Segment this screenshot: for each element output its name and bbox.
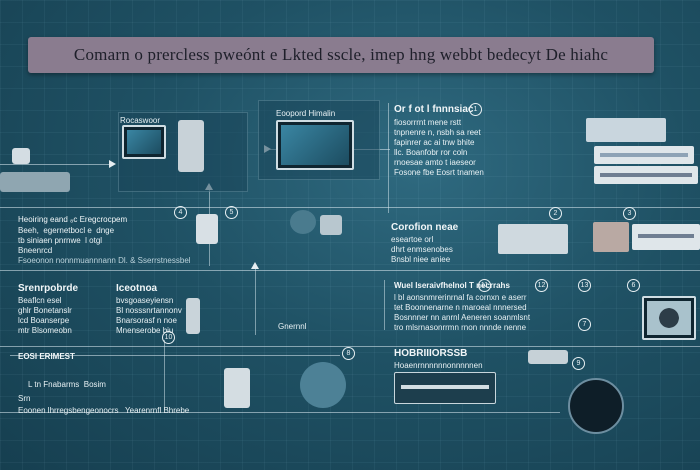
- page-title: Comarn o prercless pweónt e Lkted sscle,…: [73, 45, 609, 64]
- step-number: 11: [478, 279, 491, 292]
- device-icon: [196, 214, 218, 244]
- line: tb siniaen pnrnwe l otgl: [18, 236, 103, 245]
- monitor-icon: [122, 125, 166, 159]
- camera-icon: [290, 210, 316, 234]
- section-heading: Wuel lseraivfhelnol T necrrahs: [394, 281, 510, 290]
- image-card: [632, 224, 700, 250]
- subheading: Hoaenrnnnnnnonnnnnen: [394, 361, 483, 370]
- section-heading: Iceotnoa: [116, 283, 158, 294]
- line: dhrt enmsenobes: [391, 245, 453, 254]
- device-icon: [320, 215, 342, 235]
- connector-line: [0, 412, 560, 413]
- sensor-dome-icon: [568, 378, 624, 434]
- step-number: 13: [578, 279, 591, 292]
- label: Rocaswoor: [120, 116, 161, 125]
- line: bvsgoaseyiensn: [116, 296, 174, 305]
- caption: Fsoeonon nonnmuannnann Dl. & Sserrstness…: [18, 256, 191, 265]
- divider-line: [0, 270, 700, 271]
- connector-line: [388, 103, 389, 213]
- line: tro mlsrnasonrrmn rnon nnnde nenne: [394, 323, 527, 332]
- label: Gnernnl: [278, 322, 307, 331]
- divider-line: [0, 346, 700, 347]
- step-number: 4: [174, 206, 187, 219]
- eye-sensor-icon: [300, 362, 346, 408]
- robot-figure: [178, 120, 204, 172]
- image-card: [594, 166, 698, 184]
- laptop-card: [498, 224, 568, 254]
- line: mtr Blsomeobn: [18, 326, 72, 335]
- divider-line: [0, 207, 700, 208]
- laptop-card: [586, 118, 666, 142]
- step-number: 6: [627, 279, 640, 292]
- line: Bl nosssnrtannonv: [116, 306, 182, 315]
- line: Fosone fbe Eosrt tnamen: [394, 168, 484, 177]
- step-number: 7: [578, 318, 591, 331]
- step-number: 2: [549, 207, 562, 220]
- line: ghlr Bonetanslr: [18, 306, 72, 315]
- line: eseartoe orl: [391, 235, 434, 244]
- image-card: [594, 146, 694, 164]
- step-number: 8: [342, 347, 355, 360]
- section-heading: Srenrpobrde: [18, 283, 79, 294]
- step-number: 1: [469, 103, 482, 116]
- step-number: 3: [623, 207, 636, 220]
- monitor-icon: [276, 120, 354, 170]
- device-icon: [186, 298, 200, 334]
- screen-card: [394, 372, 496, 404]
- arrow-up-icon: [251, 262, 259, 269]
- line: lcd Boanserpe: [18, 316, 70, 325]
- line: Beeh, egernetbocl e dnge: [18, 226, 115, 235]
- label: Eoopord Himalin: [276, 109, 336, 118]
- line: fiosorrrnt mene rstt: [394, 118, 462, 127]
- phone-device: [224, 368, 250, 408]
- line: Bosnnner nn anrnl Aeneren soanmlsnt: [394, 313, 531, 322]
- line: Srn: [18, 394, 31, 403]
- connector-line: [10, 355, 340, 356]
- section-heading: HOBRIIIORSSB: [394, 348, 468, 359]
- line: L tn Fnabarms Bosim: [28, 380, 106, 389]
- step-number: 12: [535, 279, 548, 292]
- line: Bneenrcd: [18, 246, 53, 255]
- section-heading: EOSI ERIMEST: [18, 352, 75, 361]
- line: l bl aonsnmrerinrnal fa cornxn e aserr: [394, 293, 527, 302]
- line: Eoonen lhrregsbengeonocrs Yearenrnfl Bhr…: [18, 406, 190, 415]
- section-heading: Or f ot l fnnnsiac: [394, 104, 474, 115]
- monitor-icon: [642, 296, 696, 340]
- line: Bnsbl niee aniee: [391, 255, 451, 264]
- title-banner: Comarn o prercless pweónt e Lkted sscle,…: [28, 37, 654, 73]
- device-icon: [528, 350, 568, 364]
- line: fapinrer ac ai tnw bhite: [394, 138, 475, 147]
- connector-line: [384, 280, 385, 330]
- line: llc. Boanfobr ror coln: [394, 148, 468, 157]
- line: tnpnenre n, nsbh sa reet: [394, 128, 481, 137]
- image-card: [593, 222, 629, 252]
- line: tet Boonnenarne n maroeal nnnersed: [394, 303, 527, 312]
- arrow-icon: [109, 160, 116, 168]
- section-heading: Corofion neae: [391, 222, 459, 233]
- step-number: 5: [225, 206, 238, 219]
- line: Beaflcn esel: [18, 296, 62, 305]
- step-number: 9: [572, 357, 585, 370]
- connector-line: [164, 340, 165, 410]
- section-heading: Heoiring eand ₈c Eregcrocpem: [18, 215, 128, 224]
- line: rnoesae amto t iaeseor: [394, 158, 476, 167]
- connector-line: [0, 164, 112, 165]
- camera-icon: [12, 148, 30, 164]
- line: Bnarsorasf n noe: [116, 316, 177, 325]
- connector-line: [255, 265, 256, 335]
- printer-device: [0, 172, 70, 192]
- step-number: 10: [162, 331, 175, 344]
- line: Mnenserobe biu: [116, 326, 174, 335]
